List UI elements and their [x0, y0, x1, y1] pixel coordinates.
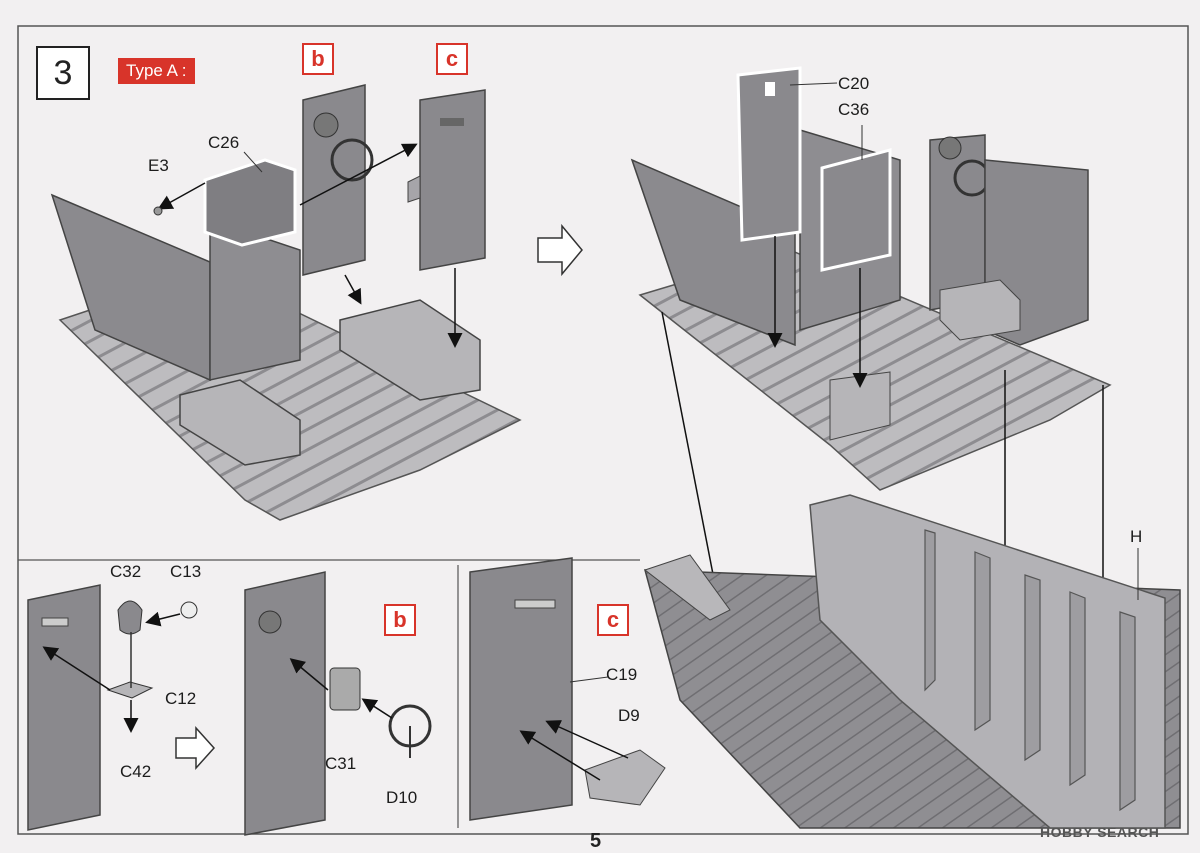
- callout-b-sub: b: [384, 604, 416, 636]
- label-c20: C20: [838, 74, 870, 93]
- label-c26: C26: [208, 133, 240, 152]
- step-number: 3: [36, 46, 90, 100]
- type-label: Type A :: [118, 58, 195, 84]
- label-c13: C13: [170, 562, 202, 581]
- callout-b-top: b: [302, 43, 334, 75]
- sub-assembly-b-result: [244, 571, 432, 836]
- page-number: 5: [590, 830, 602, 852]
- hull-part-h: [643, 494, 1181, 829]
- label-c36: C36: [838, 100, 870, 119]
- sub-step-arrow: [175, 726, 216, 770]
- label-h: H: [1130, 527, 1143, 546]
- sub-assembly-c42: [27, 584, 198, 831]
- assembly-right: [630, 66, 1112, 713]
- label-c31: C31: [325, 754, 357, 773]
- label-c19: C19: [606, 665, 638, 684]
- label-e3: E3: [148, 156, 169, 175]
- label-c32: C32: [110, 562, 142, 581]
- callout-c-top: c: [436, 43, 468, 75]
- sub-assembly-c: [469, 557, 666, 821]
- label-d10: D10: [386, 788, 418, 807]
- next-step-arrow: [537, 223, 583, 277]
- callout-c-sub: c: [597, 604, 629, 636]
- label-c12: C12: [165, 689, 197, 708]
- page-frame: [17, 25, 1189, 835]
- label-d9: D9: [618, 706, 640, 725]
- assembly-left: [50, 84, 522, 521]
- label-c42: C42: [120, 762, 152, 781]
- watermark: HOBBY SEARCH: [1040, 824, 1160, 840]
